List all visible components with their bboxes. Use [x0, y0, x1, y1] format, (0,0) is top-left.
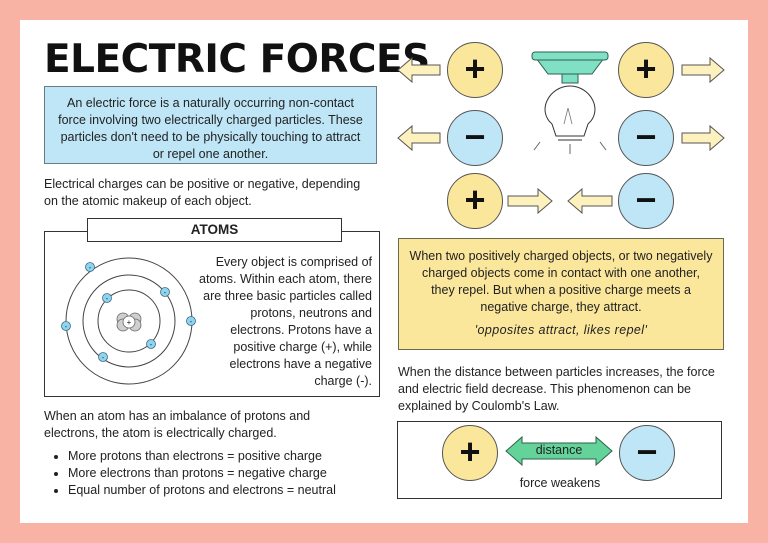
distance-label: distance	[535, 443, 583, 457]
minus-icon: −	[635, 116, 656, 157]
negative-charge: −	[618, 173, 674, 229]
list-item: More protons than electrons = positive c…	[68, 448, 336, 465]
right-arrow-icon	[507, 187, 553, 215]
minus-icon: −	[635, 179, 656, 220]
list-item: More electrons than protons = negative c…	[68, 465, 336, 482]
left-arrow-icon	[397, 56, 441, 84]
svg-text:-: -	[65, 322, 68, 331]
electron	[160, 287, 170, 297]
electron	[98, 352, 108, 362]
svg-text:+: +	[127, 318, 132, 327]
electron	[61, 321, 71, 331]
svg-text:-: -	[102, 353, 105, 362]
intro-box: An electric force is a naturally occurri…	[44, 86, 377, 164]
rule-text: When two positively charged objects, or …	[409, 249, 713, 314]
negative-charge: −	[619, 425, 675, 481]
plus-icon: +	[464, 179, 485, 220]
minus-icon: −	[464, 116, 485, 157]
right-arrow-icon	[681, 124, 725, 152]
distance-caption: force weakens	[519, 476, 601, 490]
page-title: ELECTRIC FORCES	[44, 37, 430, 82]
left-arrow-icon	[397, 124, 441, 152]
charges-text: Electrical charges can be positive or ne…	[44, 177, 361, 208]
distance-panel	[397, 421, 722, 499]
imbalance-text: When an atom has an imbalance of protons…	[44, 409, 311, 440]
negative-charge: −	[618, 110, 674, 166]
plus-icon: +	[464, 48, 485, 89]
left-arrow-icon	[567, 187, 613, 215]
list-item: Equal number of protons and electrons = …	[68, 482, 336, 499]
svg-text:-: -	[89, 263, 92, 272]
positive-charge: +	[618, 42, 674, 98]
atoms-text: Every object is comprised of atoms. With…	[199, 255, 372, 388]
svg-text:-: -	[106, 294, 109, 303]
electron	[102, 293, 112, 303]
positive-charge: +	[447, 173, 503, 229]
electron	[85, 262, 95, 272]
plus-icon: +	[459, 431, 480, 472]
svg-text:-: -	[190, 317, 193, 326]
double-arrow-icon	[505, 435, 613, 467]
rule-quote: 'opposites attract, likes repel'	[474, 323, 648, 337]
nucleus: +	[116, 312, 142, 332]
atom-diagram: + - - - - - - -	[61, 257, 196, 385]
negative-charge: −	[447, 110, 503, 166]
electron	[186, 316, 196, 326]
positive-charge: +	[442, 425, 498, 481]
svg-text:-: -	[150, 340, 153, 349]
positive-charge: +	[447, 42, 503, 98]
electron	[146, 339, 156, 349]
charge-list: More protons than electrons = positive c…	[44, 448, 336, 499]
rule-box: When two positively charged objects, or …	[398, 238, 724, 350]
light-bulb-illustration	[531, 51, 609, 154]
distance-text: When the distance between particles incr…	[398, 365, 715, 413]
atoms-heading: ATOMS	[87, 218, 342, 242]
right-arrow-icon	[681, 56, 725, 84]
minus-icon: −	[636, 431, 657, 472]
plus-icon: +	[635, 48, 656, 89]
svg-text:-: -	[164, 288, 167, 297]
